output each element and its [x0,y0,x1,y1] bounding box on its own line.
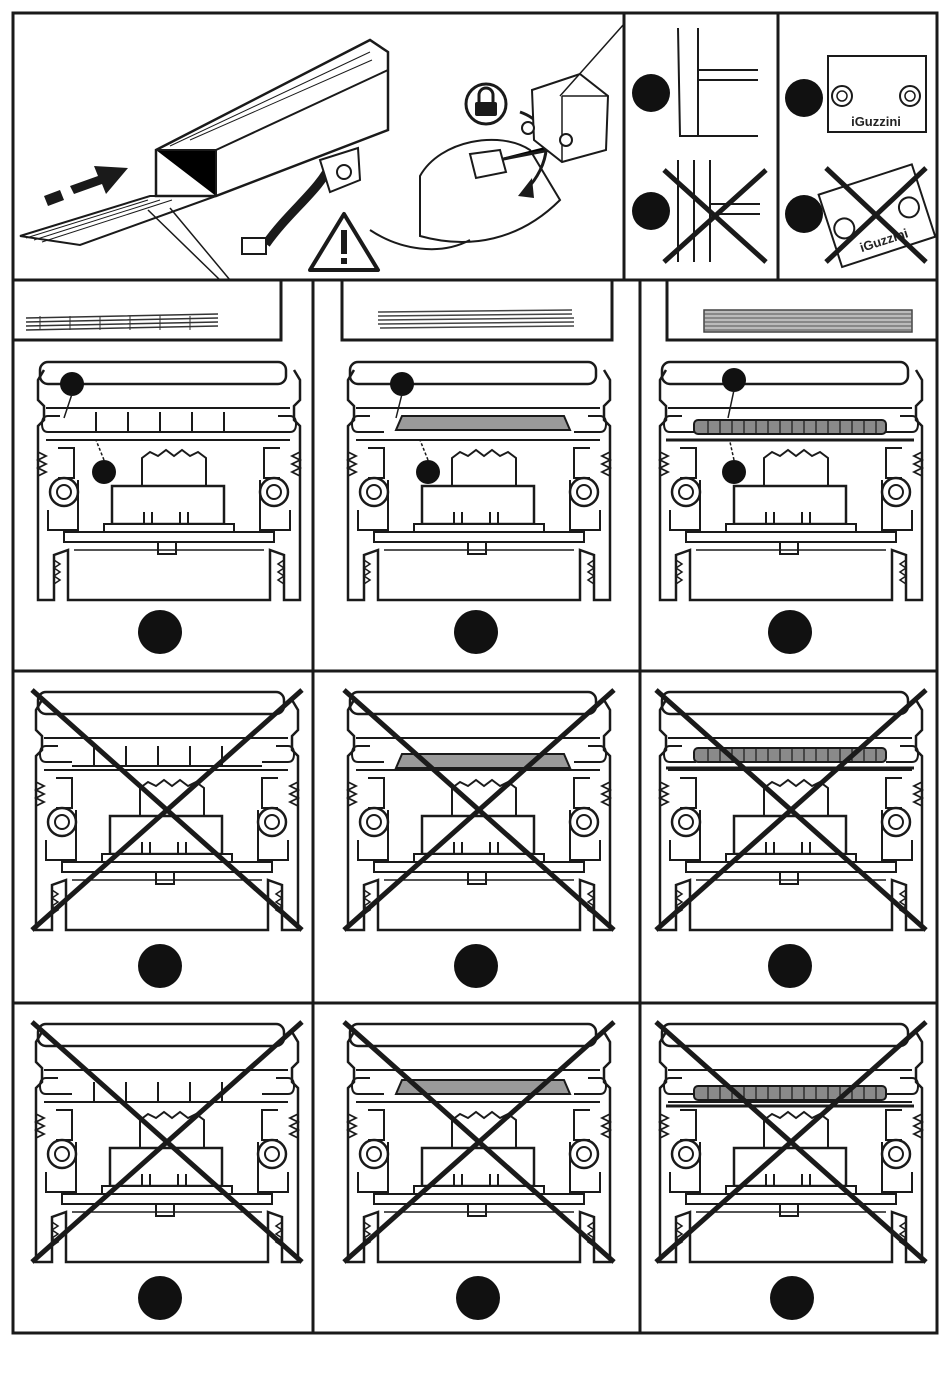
cell-gray-incorrect [344,1022,614,1262]
cell-fins-incorrect [32,690,302,930]
slot-detail-incorrect [632,160,766,262]
push-arrow-icon [70,166,128,194]
step-marker [785,195,823,233]
arrow-dash-icon [44,190,64,206]
slot-detail-correct [632,28,758,136]
step-marker [456,1276,500,1320]
step-marker [138,610,182,654]
step-marker [785,79,823,117]
cell-gray-incorrect [344,690,614,930]
row-incorrect-1 [32,690,926,988]
step-marker [770,1276,814,1320]
step-marker [138,944,182,988]
strip-dense [704,310,912,332]
cell-dense-incorrect [656,1022,926,1262]
row-correct [38,362,922,654]
cell-fins-correct [38,362,300,600]
cell-gray-correct [348,362,610,600]
cell-fins-incorrect [32,1022,302,1262]
installation-illustration [20,24,624,280]
cell-dense-incorrect [656,690,926,930]
endcap-detail-correct: iGuzzini [785,56,926,132]
step-marker [454,944,498,988]
step-marker [632,74,670,112]
step-marker [454,610,498,654]
cell-dense-correct [660,362,922,600]
padlock-icon [466,84,506,124]
step-marker [768,610,812,654]
strip-header-row [13,280,937,340]
step-marker [138,1276,182,1320]
step-marker [632,192,670,230]
step-marker [768,944,812,988]
brand-logo: iGuzzini [851,114,901,129]
row-incorrect-2 [32,1022,926,1320]
endcap-detail-incorrect: iGuzzini [785,164,935,267]
top-panel: iGuzzini iGuzzini [13,13,937,280]
warning-triangle-icon [310,214,378,270]
